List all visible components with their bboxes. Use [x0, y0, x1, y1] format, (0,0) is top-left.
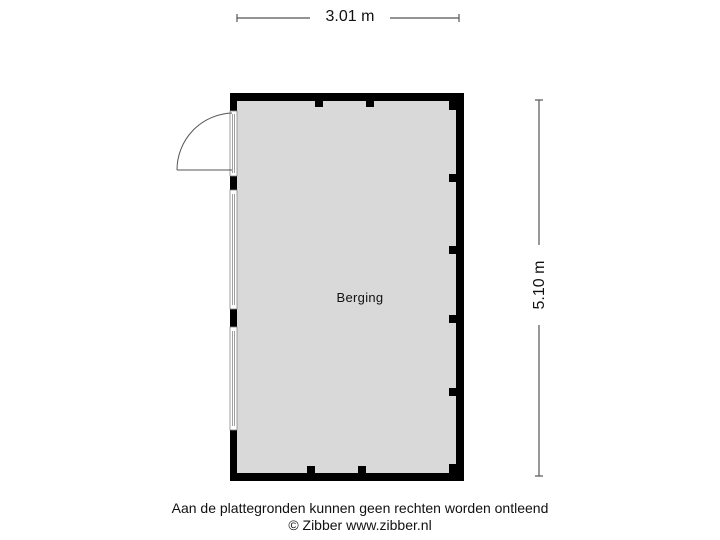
walls — [230, 93, 464, 481]
footer-copyright: © Zibber www.zibber.nl — [288, 517, 432, 533]
height-dimension-line — [535, 99, 543, 477]
room-floor — [236, 100, 456, 474]
height-dimension-label: 5.10 m — [531, 245, 549, 325]
width-dimension-label: 3.01 m — [310, 8, 390, 26]
footer: Aan de plattegronden kunnen geen rechten… — [0, 500, 720, 534]
window-panels — [229, 110, 238, 431]
room-label-berging: Berging — [336, 290, 384, 305]
door-swing — [176, 112, 233, 171]
footer-disclaimer: Aan de plattegronden kunnen geen rechten… — [171, 500, 549, 516]
width-dimension-line — [236, 14, 460, 22]
